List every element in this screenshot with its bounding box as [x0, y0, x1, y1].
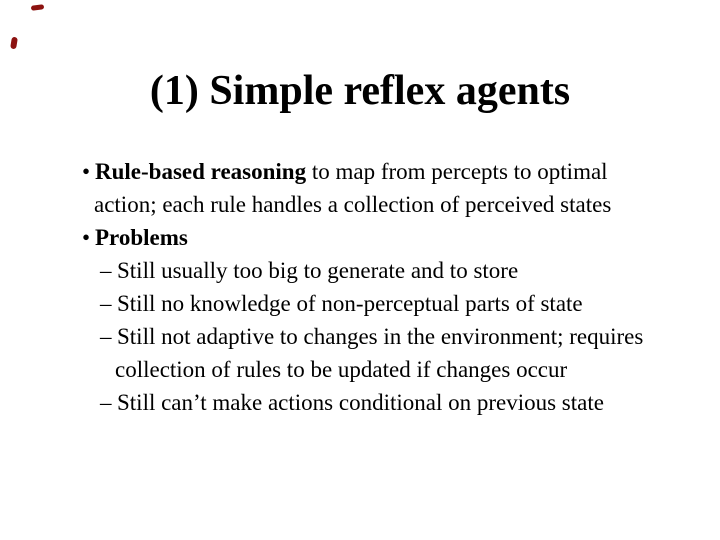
- red-pen-mark-icon: [30, 4, 45, 11]
- bullet-line: •Rule-based reasoning to map from percep…: [0, 155, 720, 188]
- slide-title: (1) Simple reflex agents: [149, 68, 571, 114]
- bullet-dash-icon: –: [100, 258, 112, 283]
- continuation-line: collection of rules to be updated if cha…: [115, 357, 568, 382]
- bullet-line: •Problems: [0, 221, 720, 254]
- bullet-line: –Still can’t make actions conditional on…: [0, 386, 720, 419]
- continuation-line: action; each rule handles a collection o…: [94, 192, 612, 217]
- bullet-dash-icon: –: [100, 390, 112, 415]
- bullet-line: –Still not adaptive to changes in the en…: [0, 320, 720, 353]
- bullet-dash-icon: –: [100, 291, 112, 316]
- bullet-dot-icon: •: [82, 159, 91, 184]
- bullet-line: –Still usually too big to generate and t…: [0, 254, 720, 287]
- slide-body: •Rule-based reasoning to map from percep…: [0, 155, 720, 419]
- bold-text: Problems: [95, 225, 188, 250]
- bold-text: Rule-based reasoning: [95, 159, 307, 184]
- bullet-dash-icon: –: [100, 324, 112, 349]
- bullet-dot-icon: •: [82, 225, 91, 250]
- bullet-line: –Still no knowledge of non-perceptual pa…: [0, 287, 720, 320]
- red-pen-mark-icon: [10, 36, 18, 50]
